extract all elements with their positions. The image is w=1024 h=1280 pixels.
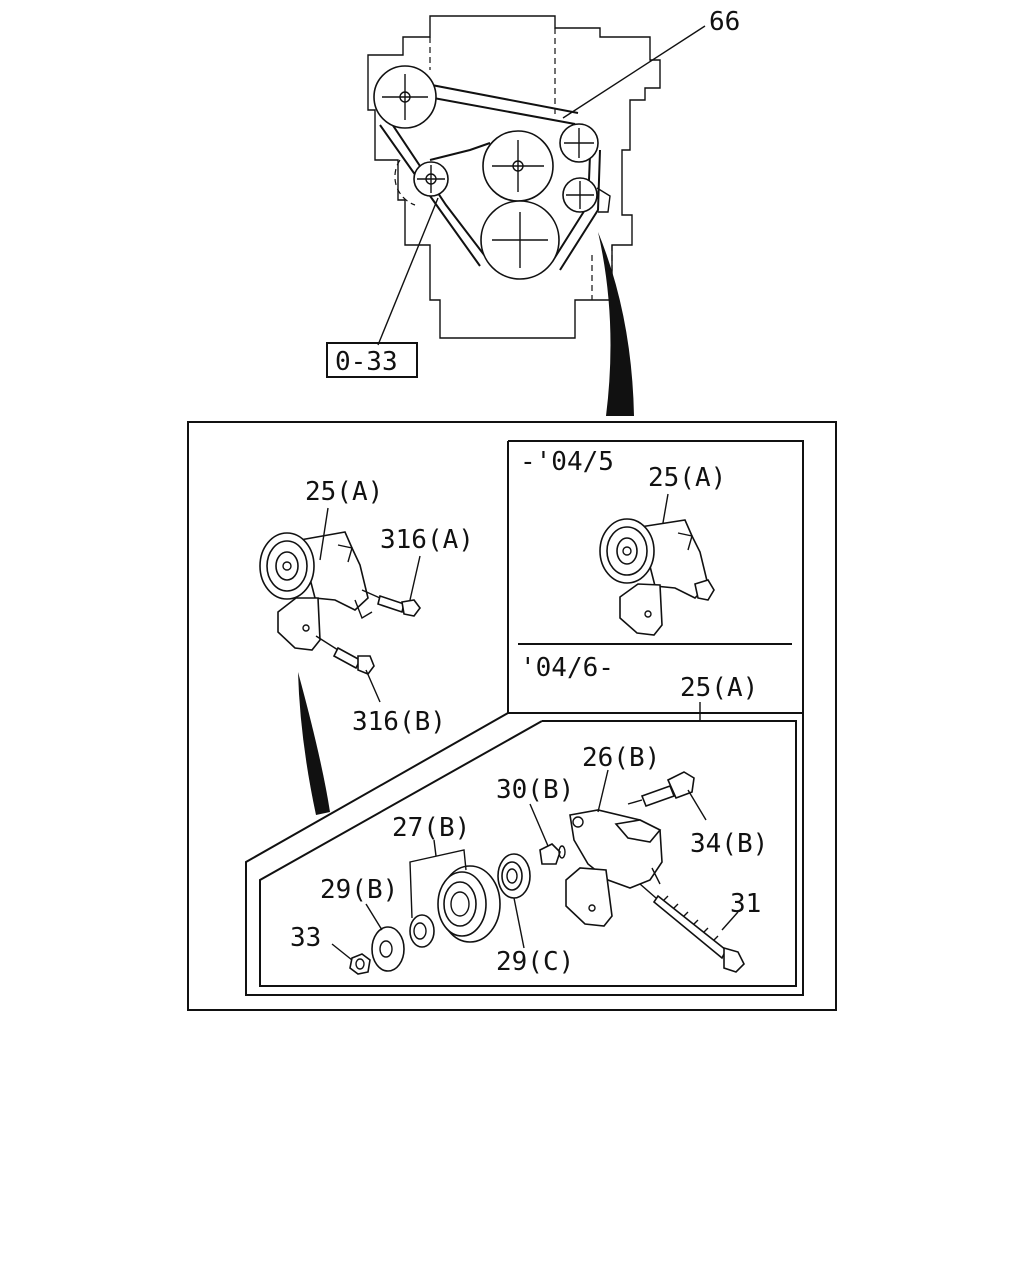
leader-25a-left bbox=[319, 507, 329, 561]
leader-29c bbox=[513, 897, 525, 949]
collar-30b bbox=[539, 843, 566, 865]
bolt-316a-label: 316(A) bbox=[380, 525, 474, 555]
ref-box-label: 0-33 bbox=[335, 347, 398, 377]
bearing-29c bbox=[497, 853, 531, 899]
callout-wedge-left bbox=[298, 672, 330, 815]
bolt-316a bbox=[361, 589, 421, 617]
long-bolt-31 bbox=[639, 883, 745, 973]
lower-variant-tensioner-label: 25(A) bbox=[680, 673, 758, 703]
pulley-idler-left bbox=[413, 161, 449, 197]
pulley-crank bbox=[480, 200, 560, 280]
upper-tensioner bbox=[599, 518, 715, 636]
lower-variant-inner bbox=[259, 720, 797, 987]
bracket-label: 26(B) bbox=[582, 743, 660, 773]
pulley-label: 27(B) bbox=[392, 813, 470, 843]
bearing-inner-label: 29(B) bbox=[320, 875, 398, 905]
pulley-fan bbox=[482, 130, 554, 202]
pulley-alternator bbox=[373, 65, 437, 129]
variant-panel-border bbox=[507, 440, 804, 714]
callout-wedge-top bbox=[598, 232, 634, 416]
leader-33 bbox=[331, 943, 353, 961]
nut-33 bbox=[349, 953, 371, 975]
leader-31 bbox=[721, 911, 739, 931]
washer-29b bbox=[371, 926, 405, 972]
ref-box: 0-33 bbox=[326, 342, 418, 378]
pulley-upper-right bbox=[559, 123, 599, 163]
pulley-27b bbox=[437, 865, 501, 943]
leader-30b bbox=[529, 803, 549, 847]
leader-27b bbox=[409, 849, 467, 919]
nut-label: 33 bbox=[290, 923, 321, 953]
upper-variant-tensioner-label: 25(A) bbox=[648, 463, 726, 493]
leader-26b bbox=[597, 769, 609, 813]
detail-frame bbox=[187, 421, 837, 1011]
bolt-316b-label: 316(B) bbox=[352, 707, 446, 737]
bearing-outer-label: 29(C) bbox=[496, 947, 574, 977]
leader-34b bbox=[687, 789, 707, 821]
belt-leader bbox=[562, 25, 706, 119]
lower-variant-period: '04/6- bbox=[520, 653, 614, 683]
left-tensioner bbox=[259, 531, 373, 651]
belt-label: 66 bbox=[709, 7, 740, 37]
long-bolt-label: 31 bbox=[730, 889, 761, 919]
upper-variant-period: -'04/5 bbox=[520, 447, 614, 477]
collar-label: 30(B) bbox=[496, 775, 574, 805]
pulley-lower-right bbox=[562, 177, 611, 213]
bearing-inner bbox=[409, 914, 435, 948]
leader-27b-mid bbox=[433, 839, 437, 857]
bolt-34b bbox=[627, 771, 695, 808]
bolt-label: 34(B) bbox=[690, 829, 768, 859]
leader-316a bbox=[409, 555, 421, 601]
lower-variant-outer bbox=[245, 712, 804, 996]
ref-box-leader bbox=[377, 197, 439, 346]
left-tensioner-label: 25(A) bbox=[305, 477, 383, 507]
leader-316b bbox=[365, 669, 381, 703]
leader-29b bbox=[365, 903, 383, 931]
bolt-316b bbox=[315, 635, 375, 675]
bracket-26b bbox=[565, 809, 663, 927]
